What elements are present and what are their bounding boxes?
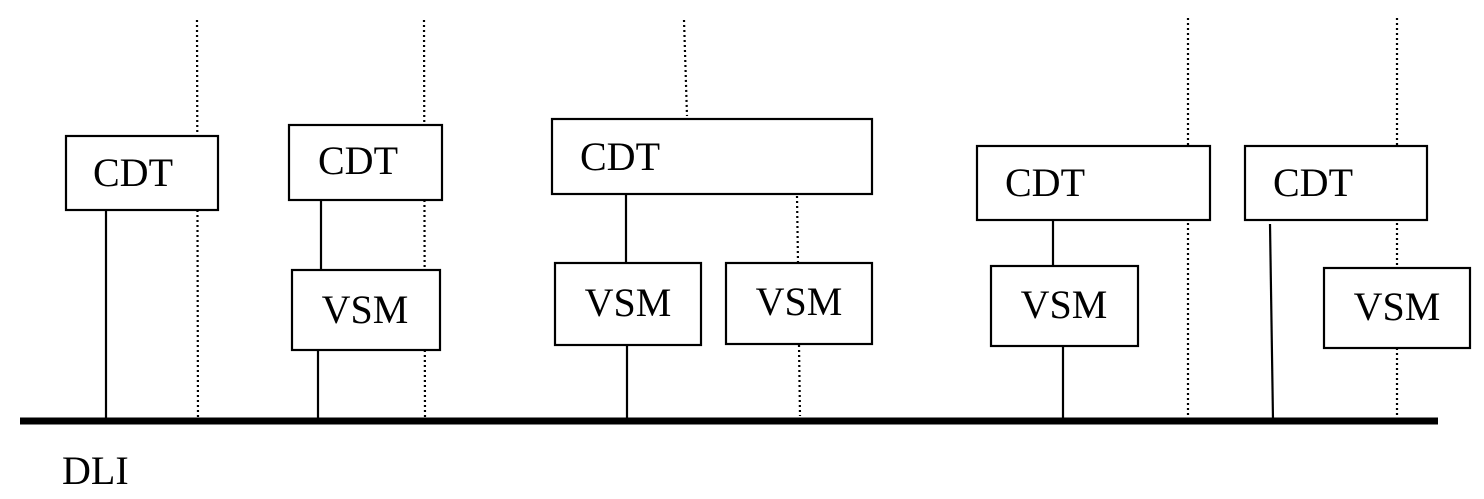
vsm-box: VSM	[724, 261, 874, 346]
vsm-box: VSM	[290, 268, 442, 352]
box-label: CDT	[1005, 160, 1085, 205]
vsm-box: VSM	[553, 261, 703, 347]
vsm-box: VSM	[1322, 266, 1472, 350]
box-label: CDT	[318, 138, 398, 183]
cdt-box: CDT	[287, 123, 444, 202]
dotted-line	[797, 344, 802, 417]
box-label: VSM	[585, 280, 672, 325]
dotted-line	[795, 195, 800, 264]
dotted-line	[682, 19, 689, 117]
box-label: VSM	[1021, 282, 1108, 327]
cdt-box: CDT	[64, 134, 220, 212]
dotted-line	[195, 19, 200, 426]
dotted-line	[422, 19, 427, 421]
box-label: CDT	[580, 134, 660, 179]
box-label: VSM	[1354, 284, 1441, 329]
box-label: CDT	[1273, 160, 1353, 205]
cdt-box: CDT	[550, 117, 874, 196]
dotted-lines	[195, 18, 1399, 426]
cdt-box: CDT	[1243, 144, 1429, 222]
box-label: VSM	[756, 279, 843, 324]
bus-label: DLI	[62, 448, 129, 493]
connector-lines	[104, 195, 1275, 421]
box-label: CDT	[93, 150, 173, 195]
box-label: VSM	[322, 287, 409, 332]
connector-line	[1268, 223, 1275, 421]
vsm-box: VSM	[989, 264, 1140, 348]
cdt-box: CDT	[975, 144, 1212, 222]
